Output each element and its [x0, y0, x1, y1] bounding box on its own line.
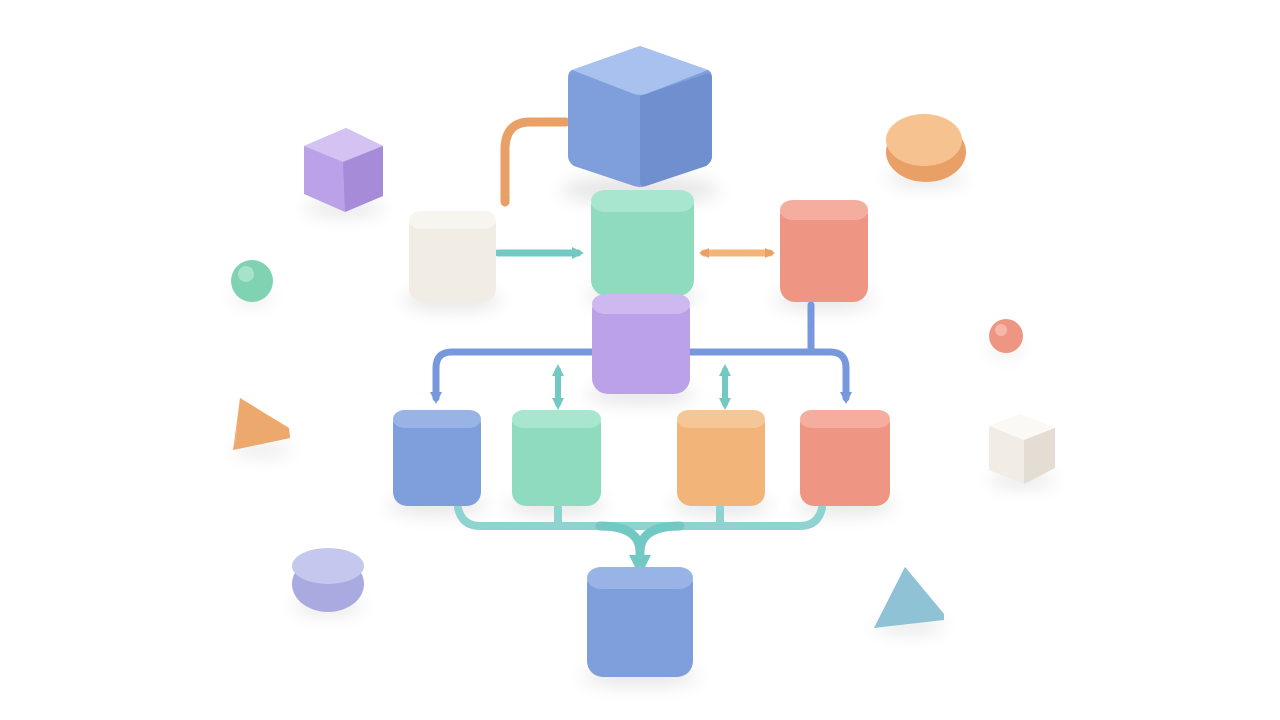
hub-block-node [592, 294, 690, 394]
connectors [430, 117, 852, 577]
periwinkle-disc-decoration [292, 548, 364, 612]
decorations [231, 114, 1055, 628]
connector-right-to-child-4 [807, 301, 852, 404]
skyblue-triangle-decoration [874, 567, 944, 628]
connector-top-to-left [500, 117, 571, 207]
left-block-node [409, 211, 496, 302]
coral-sphere-decoration [989, 319, 1023, 353]
teal-sphere-decoration [231, 260, 273, 302]
right-block-node [780, 200, 868, 302]
orange-triangle-decoration [233, 398, 290, 450]
connector-merge-to-bottom [595, 521, 651, 577]
nodes [393, 46, 890, 677]
child-3-node [677, 410, 765, 506]
child-2-node [512, 410, 601, 506]
connector-children-merge [454, 504, 826, 530]
connector-merge-to-bottom-right [635, 521, 685, 557]
center-block-node [591, 190, 694, 296]
purple-cube-decoration [304, 128, 383, 212]
child-4-node [800, 410, 890, 506]
bottom-block-node [587, 567, 693, 677]
orange-disc-decoration [886, 114, 966, 182]
child-1-node [393, 410, 481, 506]
cream-cube-decoration [989, 414, 1055, 484]
top-cube-node [568, 46, 712, 187]
connector-hub-to-child-1 [430, 348, 596, 404]
